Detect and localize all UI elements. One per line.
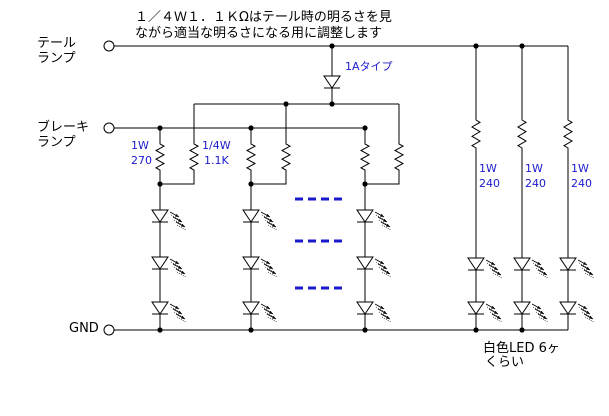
tail-lamp-label-line-2: ランプ [37,51,76,66]
brake-col-2-trim-resistor [280,142,292,172]
position-col-1-resistor [471,118,481,150]
brake-col-3-main-resistor [359,142,371,172]
brake-col-3-trim-resistor [393,142,405,172]
brake-col-3-trim-bottom-wire [365,172,400,185]
position-resistor-3-wattage-label: 1W [571,162,589,175]
brake-terminal [103,122,115,134]
position-resistor-1-wattage-label: 1W [479,162,497,175]
brake-col-1-led-3 [151,301,187,323]
note-line-2: ながら適当な明るさになる用に調整します [135,26,383,41]
position-col-2-led-2 [513,301,549,323]
brake-col-2-main-resistor [245,142,257,172]
led-note-line-1: 白色LED 6ヶ [483,341,560,356]
position-col-2-resistor [517,118,527,150]
tail-terminal [103,40,115,52]
position-col-3-led-1 [559,257,595,279]
position-resistor-2-value-label: 240 [525,177,546,190]
brake-col-1-led-2 [151,256,187,278]
brake-col-3-led-2 [356,256,392,278]
position-col-3-resistor [563,118,573,150]
brake-col-3-led-3 [356,301,392,323]
protection-diode [323,75,341,89]
trim-resistor-wattage-label: 1/4W [202,139,231,152]
brake-col-1-main-resistor [154,142,166,172]
brake-lamp-label-line-2: ランプ [37,135,76,150]
position-col-1-led-1 [467,257,503,279]
gnd-label: GND [69,321,99,336]
tail-lamp-label-line-1: テール [37,36,77,51]
gnd-terminal [103,324,115,336]
brake-col-3-led-1 [356,209,392,231]
position-resistor-2-wattage-label: 1W [525,162,543,175]
brake-col-2-led-2 [242,256,278,278]
brake-col-2-led-1 [242,209,278,231]
position-col-3-led-2 [559,301,595,323]
note-line-1: １／４Ｗ１．１ＫΩはテール時の明るさを見 [135,10,392,25]
diode-type-label: 1Aタイプ [345,60,393,73]
main-resistor-wattage-label: 1W [131,139,149,152]
brake-col-1-led-1 [151,209,187,231]
position-resistor-1-value-label: 240 [479,177,500,190]
position-resistor-3-value-label: 240 [571,177,592,190]
brake-col-2-led-3 [242,301,278,323]
trim-resistor-value-label: 1.1K [204,154,229,167]
position-col-2-led-1 [513,257,549,279]
brake-lamp-label-line-1: ブレーキ [37,120,90,135]
brake-col-2-trim-bottom-wire [251,172,287,185]
position-col-1-led-2 [467,301,503,323]
brake-col-1-trim-bottom-wire [160,172,195,185]
main-resistor-value-label: 270 [131,154,152,167]
led-note-line-2: くらい [485,355,525,370]
brake-col-1-trim-resistor [188,142,200,172]
